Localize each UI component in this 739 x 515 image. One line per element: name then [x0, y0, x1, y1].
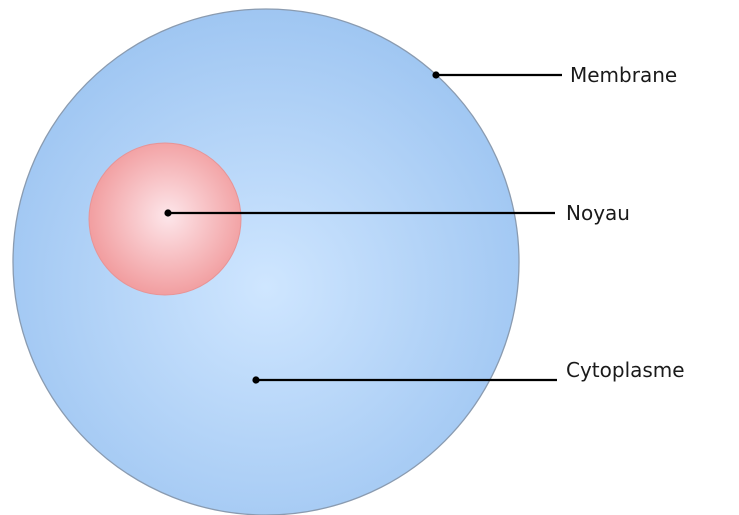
cytoplasme-label: Cytoplasme	[566, 358, 685, 382]
noyau-label: Noyau	[566, 201, 630, 225]
membrane-pointer	[432, 71, 562, 79]
cell-nucleus	[88, 142, 242, 296]
cell-cytoplasm	[12, 8, 520, 515]
noyau-pointer	[164, 209, 555, 217]
cytoplasme-pointer	[252, 376, 557, 384]
membrane-label: Membrane	[570, 63, 677, 87]
